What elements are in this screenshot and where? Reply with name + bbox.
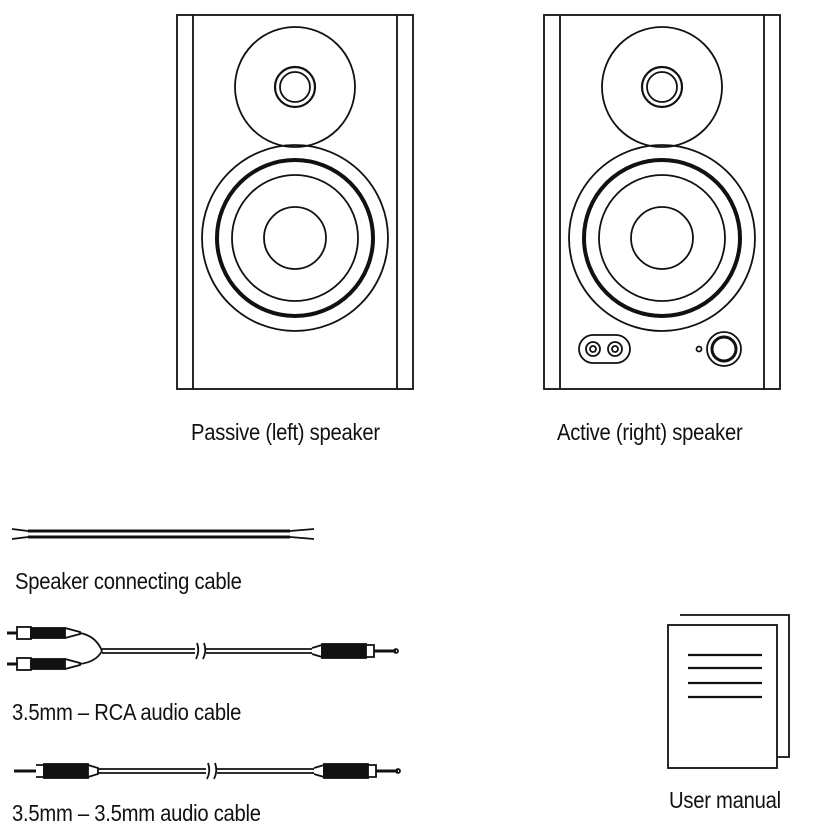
aux-cable-drawing (14, 762, 401, 780)
tweeter-icon (234, 26, 356, 148)
active-speaker-drawing (543, 14, 781, 390)
user-manual-icon (667, 614, 790, 769)
rca-cable-drawing (7, 626, 399, 671)
speaker-cable-drawing (11, 528, 315, 540)
woofer-icon (568, 144, 756, 332)
passive-speaker-label: Passive (left) speaker (191, 419, 380, 445)
volume-knob-icon (706, 331, 742, 367)
passive-speaker-drawing (176, 14, 414, 390)
aux-cable-label: 3.5mm – 3.5mm audio cable (12, 800, 261, 826)
user-manual-label: User manual (669, 787, 781, 813)
input-jacks-icon (578, 334, 631, 364)
tweeter-icon (601, 26, 723, 148)
active-speaker-label: Active (right) speaker (557, 419, 743, 445)
woofer-icon (201, 144, 389, 332)
rca-cable-label: 3.5mm – RCA audio cable (12, 699, 242, 725)
speaker-cable-label: Speaker connecting cable (15, 568, 242, 594)
